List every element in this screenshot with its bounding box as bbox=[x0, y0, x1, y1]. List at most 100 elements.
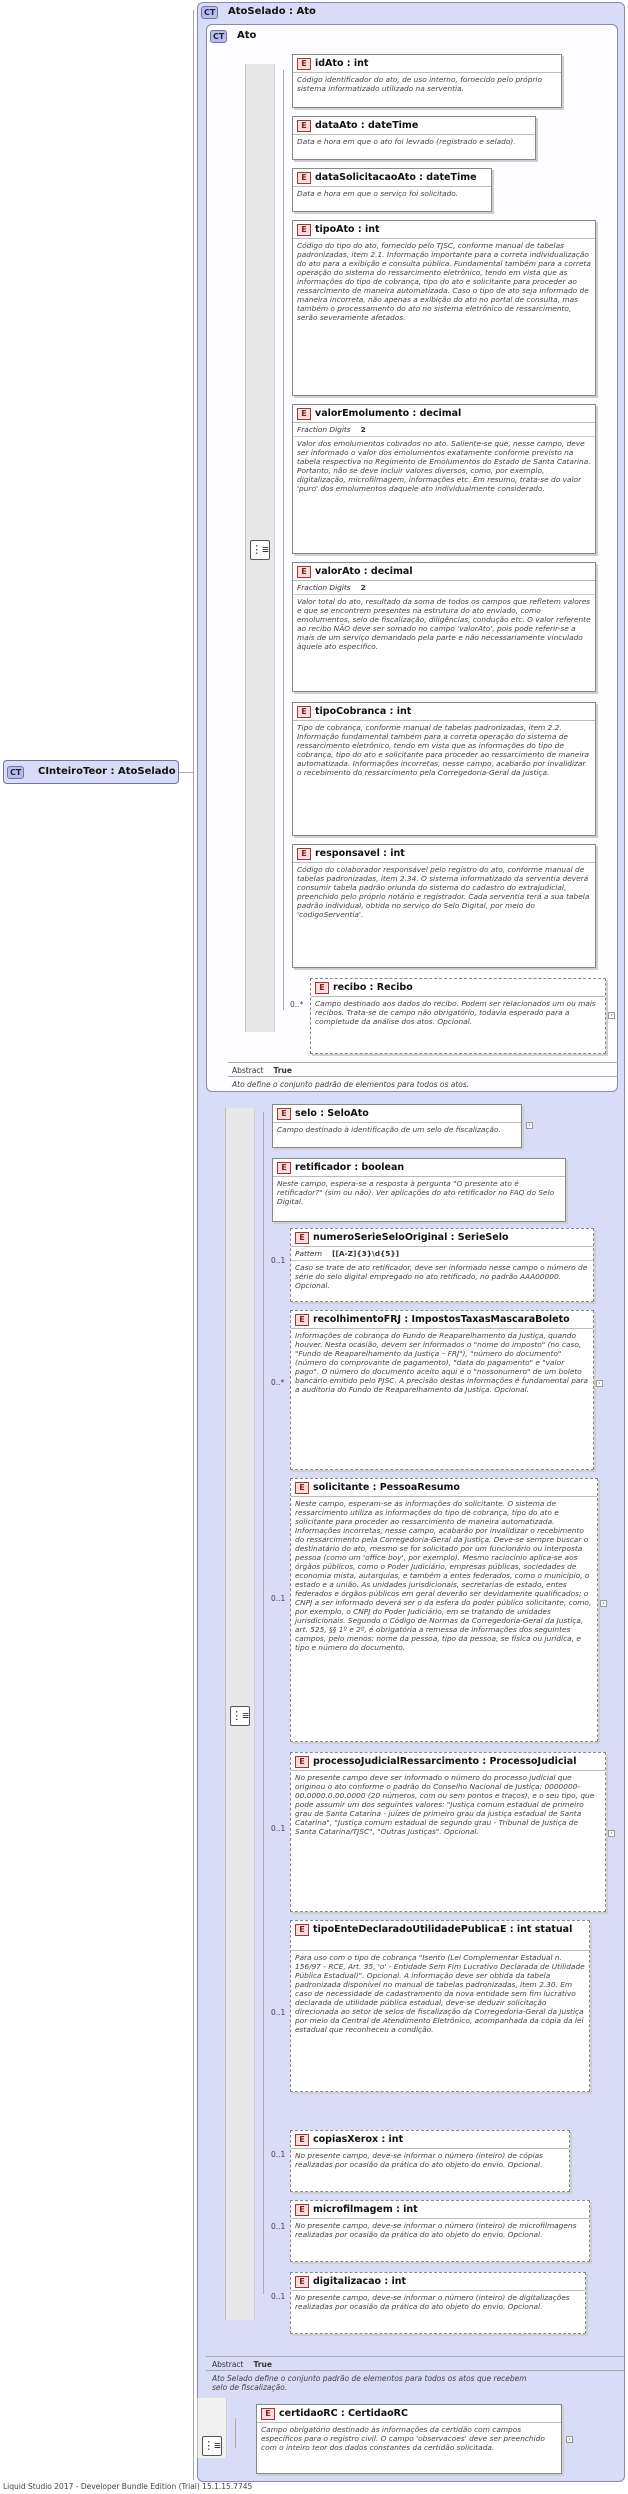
element-name: solicitante : PessoaResumo bbox=[313, 1482, 460, 1493]
expand-toggle[interactable]: › bbox=[600, 1600, 607, 1607]
ato-title: Ato bbox=[237, 30, 257, 41]
element-doc: No presente campo, deve-se informar o nú… bbox=[295, 2221, 577, 2239]
element-name: valorEmolumento : decimal bbox=[315, 408, 462, 419]
abstract-doc: Ato Selado define o conjunto padrão de e… bbox=[212, 2374, 527, 2392]
divider bbox=[206, 2356, 624, 2357]
expand-toggle[interactable]: › bbox=[526, 1122, 533, 1129]
element-icon: E bbox=[295, 1314, 309, 1326]
element-icon: E bbox=[297, 120, 311, 132]
multiplicity-label: 0..1 bbox=[271, 1594, 286, 1603]
element-name: numeroSerieSeloOriginal : SerieSelo bbox=[313, 1232, 509, 1243]
expand-toggle[interactable]: › bbox=[596, 1380, 603, 1387]
connector-line bbox=[193, 10, 194, 2480]
element-icon: E bbox=[315, 982, 329, 994]
element-icon: E bbox=[277, 1162, 291, 1174]
element-name: tipoCobranca : int bbox=[315, 706, 412, 717]
element-doc: Data e hora em que o serviço foi solicit… bbox=[297, 189, 459, 198]
connector-line bbox=[235, 2418, 236, 2448]
element-doc: Tipo de cobrança, conforme manual de tab… bbox=[297, 723, 589, 777]
element-doc: Neste campo, espera-se a resposta à perg… bbox=[277, 1179, 555, 1206]
expand-toggle[interactable]: › bbox=[608, 1830, 615, 1837]
element-name: tipoAto : int bbox=[315, 224, 380, 235]
abstract-doc: Ato define o conjunto padrão de elemento… bbox=[232, 1080, 470, 1089]
element-icon: E bbox=[277, 1108, 291, 1120]
element-doc: Informações de cobrança do Fundo de Reap… bbox=[295, 1331, 588, 1394]
complex-type-icon: CT bbox=[201, 6, 219, 19]
element-name: copiasXerox : int bbox=[313, 2134, 404, 2145]
element-icon: E bbox=[295, 2134, 309, 2146]
element-icon: E bbox=[297, 566, 311, 578]
sequence-icon[interactable]: ⋮≡ bbox=[202, 2436, 222, 2456]
multiplicity-label: 0..* bbox=[271, 1378, 285, 1387]
sequence-icon[interactable]: ⋮≡ bbox=[230, 1706, 250, 1726]
element-name: selo : SeloAto bbox=[295, 1108, 369, 1119]
element-icon: E bbox=[297, 58, 311, 70]
complex-type-icon: CT bbox=[7, 766, 25, 779]
sequence-icon[interactable]: ⋮≡ bbox=[250, 540, 270, 560]
element-name: microfilmagem : int bbox=[313, 2204, 418, 2215]
element-doc: Código do tipo do ato, fornecido pelo TJ… bbox=[297, 241, 591, 322]
footer-credit: Liquid Studio 2017 - Developer Bundle Ed… bbox=[3, 2482, 253, 2491]
element-name: recolhimentoFRJ : ImpostosTaxasMascaraBo… bbox=[313, 1314, 570, 1325]
element-icon: E bbox=[295, 1232, 309, 1244]
connector-line bbox=[179, 772, 193, 773]
multiplicity-label: 0..1 bbox=[271, 1256, 286, 1265]
element-name: retificador : boolean bbox=[295, 1162, 405, 1173]
expand-toggle[interactable]: › bbox=[566, 2436, 573, 2443]
element-icon: E bbox=[297, 172, 311, 184]
connector-line bbox=[263, 1112, 264, 2294]
element-doc: Para uso com o tipo de cobrança "Isento … bbox=[295, 1953, 585, 2034]
facet-value: 2 bbox=[360, 425, 366, 434]
divider bbox=[206, 2370, 624, 2371]
root-type-label: CInteiroTeor : AtoSelado bbox=[38, 766, 176, 777]
multiplicity-label: 0..* bbox=[290, 1000, 304, 1009]
facet-value: [[A-Z]{3}\d{5}] bbox=[332, 1249, 400, 1258]
element-doc: Valor dos emolumentos cobrados no ato. S… bbox=[297, 439, 591, 493]
element-name: processoJudicialRessarcimento : Processo… bbox=[313, 1756, 577, 1767]
element-doc: Código do colaborador responsável pelo r… bbox=[297, 865, 590, 919]
root-type-box[interactable]: CT CInteiroTeor : AtoSelado bbox=[3, 760, 179, 784]
expand-toggle[interactable]: › bbox=[608, 1012, 615, 1019]
element-doc: No presente campo deve ser informado o n… bbox=[295, 1773, 595, 1836]
element-icon: E bbox=[297, 224, 311, 236]
multiplicity-label: 0..1 bbox=[271, 2008, 286, 2017]
facet-label: Fraction Digits bbox=[297, 583, 351, 592]
element-doc: Data e hora em que o ato foi levrado (re… bbox=[297, 137, 516, 146]
element-icon: E bbox=[297, 848, 311, 860]
element-doc: Caso se trate de ato retificador, deve s… bbox=[295, 1263, 588, 1290]
element-name: dataSolicitacaoAto : dateTime bbox=[315, 172, 477, 183]
element-name: tipoEnteDeclaradoUtilidadePublicaE : int… bbox=[313, 1924, 573, 1935]
facet-value: 2 bbox=[360, 583, 366, 592]
ato-selado-title: AtoSelado : Ato bbox=[228, 6, 316, 17]
element-doc: Campo obrigatório destinado às informaçõ… bbox=[261, 2425, 545, 2452]
element-name: dataAto : dateTime bbox=[315, 120, 419, 131]
element-icon: E bbox=[261, 2408, 275, 2420]
complex-type-icon: CT bbox=[210, 30, 228, 43]
element-icon: E bbox=[295, 2276, 309, 2288]
element-name: valorAto : decimal bbox=[315, 566, 413, 577]
element-name: digitalizacao : int bbox=[313, 2276, 407, 2287]
element-icon: E bbox=[297, 408, 311, 420]
